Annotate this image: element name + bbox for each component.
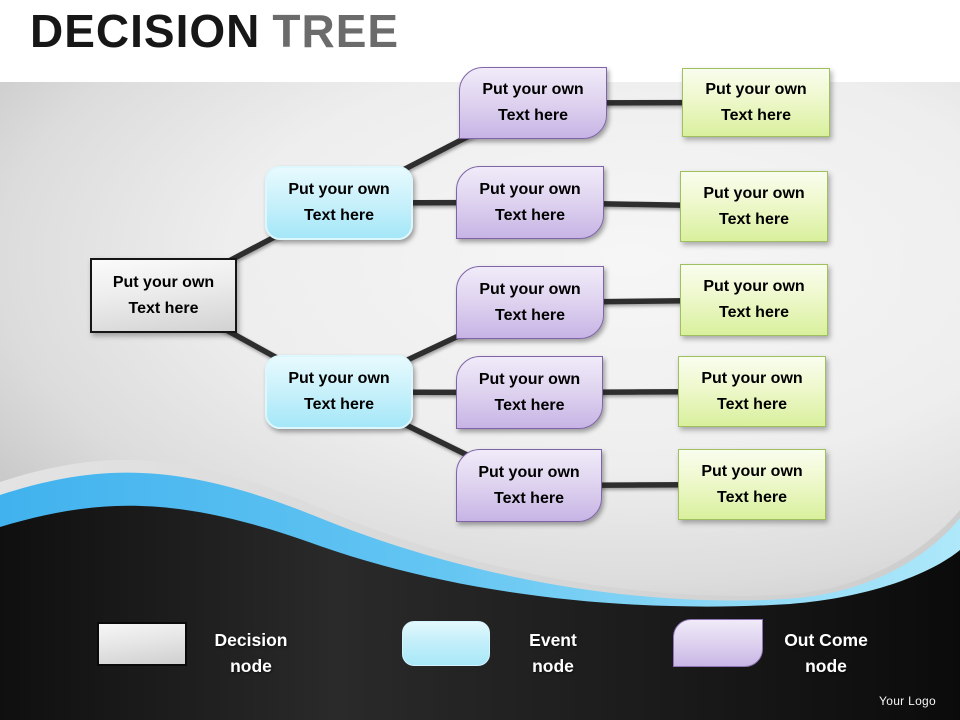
legend-label-decision: Decision node (166, 627, 336, 679)
legend-swatch-event[interactable] (402, 621, 490, 666)
legend-label-line: node (230, 656, 272, 676)
legend-label-line: node (532, 656, 574, 676)
node-text-line2: Text here (494, 396, 565, 414)
node-text-line1: Put your own (482, 81, 584, 99)
node-text-line2: Text here (721, 106, 791, 124)
legend-swatch-outcome[interactable] (673, 619, 763, 667)
node-text-line1: Put your own (288, 370, 390, 388)
node-text-line2: Text here (719, 304, 789, 321)
node-text-line2: Text here (304, 207, 374, 224)
node-text-line1: Put your own (288, 181, 390, 199)
legend-label-event: Event node (468, 627, 638, 679)
logo-text: Your Logo (879, 694, 936, 708)
legend-label-outcome: Out Come node (741, 627, 911, 679)
node-text-line1: Put your own (703, 278, 805, 296)
legend-swatch-decision[interactable] (97, 622, 187, 666)
legend-label-line: node (805, 656, 847, 676)
node-text-line1: Put your own (112, 273, 215, 291)
node-text-line2: Text here (304, 396, 374, 413)
legend-label-line: Out Come (784, 630, 868, 650)
node-text-line1: Put your own (478, 370, 581, 388)
node-text-line1: Put your own (479, 280, 581, 298)
node-text-line2: Text here (128, 299, 199, 317)
node-text-line1: Put your own (478, 463, 580, 481)
title-primary: DECISION (30, 5, 261, 57)
node-text-line2: Text here (719, 210, 789, 228)
node-text-line1: Put your own (705, 80, 807, 98)
legend-label-line: Decision (214, 630, 288, 650)
node-text-line2: Text here (494, 489, 564, 507)
node-text-line2: Text here (717, 395, 787, 413)
node-text-line2: Text here (495, 306, 565, 324)
node-text-line1: Put your own (701, 369, 803, 387)
node-text-line2: Text here (498, 107, 568, 124)
node-text-line2: Text here (717, 488, 787, 506)
legend-label-line: Event (529, 630, 577, 650)
title-secondary: TREE (272, 5, 400, 57)
node-text-line1: Put your own (479, 180, 581, 198)
node-text-line1: Put your own (701, 462, 803, 480)
node-text-line1: Put your own (703, 184, 805, 202)
node-text-line2: Text here (495, 206, 565, 224)
